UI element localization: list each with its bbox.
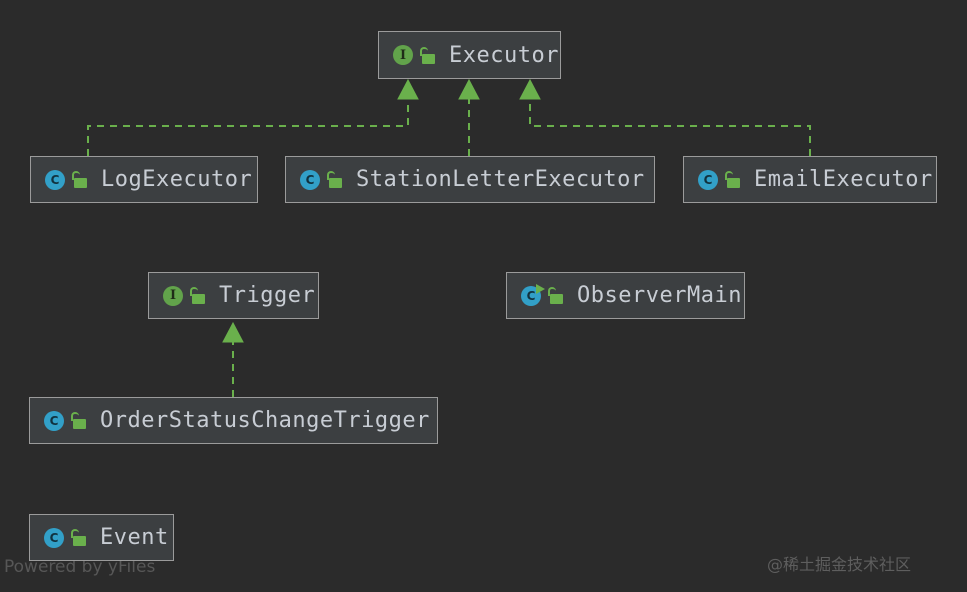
class-icon: C: [45, 169, 65, 190]
node-event[interactable]: C Event: [29, 514, 174, 561]
node-label: ObserverMain: [577, 283, 742, 308]
community-watermark: @稀土掘金技术社区: [767, 555, 912, 574]
class-icon-glyph: C: [49, 413, 59, 428]
class-icon-glyph: C: [305, 172, 315, 187]
node-log-executor[interactable]: C LogExecutor: [30, 156, 258, 203]
class-icon-glyph: C: [49, 530, 59, 545]
node-label: Event: [100, 525, 169, 550]
edge-station-letter-executor-to-executor: [458, 78, 480, 156]
class-icon: C: [698, 169, 718, 190]
class-icon: C: [44, 527, 64, 548]
unlocked-padlock-icon: [71, 412, 86, 429]
node-email-executor[interactable]: C EmailExecutor: [683, 156, 937, 203]
unlocked-padlock-icon: [72, 171, 87, 188]
edge-order-status-change-trigger-to-trigger: [222, 321, 244, 397]
node-label: EmailExecutor: [754, 167, 933, 192]
class-icon-glyph: C: [703, 172, 713, 187]
class-icon-glyph: C: [526, 288, 536, 303]
interface-icon: I: [393, 45, 413, 65]
class-icon: C: [521, 283, 545, 306]
node-station-letter-executor[interactable]: C StationLetterExecutor: [285, 156, 655, 203]
node-observer-main[interactable]: C ObserverMain: [506, 272, 745, 319]
node-label: LogExecutor: [101, 167, 253, 192]
edge-log-executor-to-executor: [87, 78, 419, 156]
node-executor[interactable]: I Executor: [378, 31, 561, 79]
node-label: Trigger: [219, 283, 316, 308]
class-icon: C: [44, 410, 64, 431]
edge-email-executor-to-executor: [519, 78, 811, 156]
node-label: StationLetterExecutor: [356, 167, 645, 192]
unlocked-padlock-icon: [725, 171, 740, 188]
interface-icon-glyph: I: [399, 47, 407, 63]
run-play-badge-icon: [536, 283, 545, 294]
unlocked-padlock-icon: [327, 171, 342, 188]
yfiles-watermark: Powered by yFiles: [4, 557, 156, 577]
node-trigger[interactable]: I Trigger: [148, 272, 319, 319]
interface-icon-glyph: I: [169, 288, 177, 303]
interface-icon: I: [163, 285, 183, 306]
unlocked-padlock-icon: [190, 287, 205, 304]
unlocked-padlock-icon: [548, 287, 563, 304]
node-order-status-change-trigger[interactable]: C OrderStatusChangeTrigger: [29, 397, 438, 444]
class-icon-glyph: C: [50, 172, 60, 187]
unlocked-padlock-icon: [71, 529, 86, 546]
node-label: Executor: [449, 42, 559, 68]
node-label: OrderStatusChangeTrigger: [100, 408, 430, 433]
unlocked-padlock-icon: [420, 46, 435, 64]
class-icon: C: [300, 169, 320, 190]
